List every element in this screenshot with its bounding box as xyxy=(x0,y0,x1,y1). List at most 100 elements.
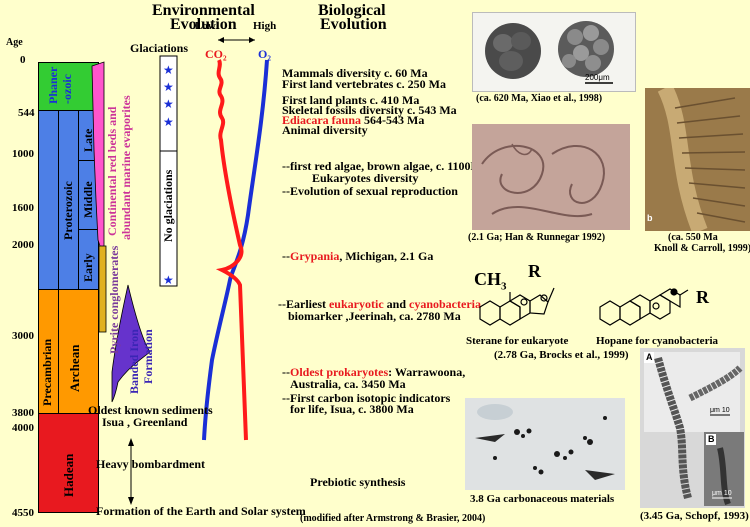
heavy-bombardment-label: Heavy bombardment xyxy=(96,457,205,471)
oldest-sediments-1: Oldest known sediments xyxy=(88,403,213,417)
biomarker-structures xyxy=(479,287,689,326)
age-2000: 2000 xyxy=(12,239,34,251)
embryo-fossil-graphic xyxy=(485,21,614,84)
grypania-dash: -- xyxy=(282,249,290,263)
vertebrates-event: First land vertebrates c. 250 Ma xyxy=(282,77,446,91)
ediacaran-graphic xyxy=(657,88,746,231)
prebiotic-synthesis-label: Prebiotic synthesis xyxy=(310,475,406,489)
grypania-event: --Grypania, Michigan, 2.1 Ga xyxy=(282,250,433,262)
schopf-graphic xyxy=(640,348,745,508)
co2-curve xyxy=(215,59,248,441)
biological-title-line1: Biological xyxy=(318,2,386,19)
oldest-prokaryotes-event: --Oldest prokaryotes: Warrawoona, xyxy=(282,366,465,378)
glacial-star-2: ★ xyxy=(163,80,174,94)
phanerozoic-block xyxy=(38,62,99,111)
age-1000: 1000 xyxy=(12,148,34,160)
glacial-star-3: ★ xyxy=(163,97,174,111)
bif-label-1: Banded Iron xyxy=(127,329,141,394)
knoll-caption-2: Knoll & Carroll, 1999) xyxy=(654,243,750,254)
glacial-star-5: ★ xyxy=(163,273,174,287)
sterane-caption: Sterane for eukaryote xyxy=(466,335,569,347)
glaciation-bar xyxy=(159,55,178,287)
oldest-dash: -- xyxy=(282,365,290,379)
um-b: μm xyxy=(712,490,722,497)
sterane-structure xyxy=(479,287,555,326)
ediacara-name: Ediacara fauna xyxy=(282,113,362,127)
red-beds-label-1: Continental red beds and xyxy=(105,106,119,236)
age-0: 0 xyxy=(20,54,26,66)
age-label: Age xyxy=(6,37,23,48)
panel-a-label: A xyxy=(646,352,653,362)
australia-event: Australia, ca. 3450 Ma xyxy=(290,377,406,391)
age-3800: 3800 xyxy=(12,407,34,419)
modified-after-caption: (modified after Armstrong & Brasier, 200… xyxy=(300,513,486,524)
age-4000: 4000 xyxy=(12,422,34,434)
glaciation-stars: ★ ★ ★ ★ ★ xyxy=(163,63,174,287)
scale-um-a: μm 10 xyxy=(710,407,730,414)
schopf-caption: (3.45 Ga, Schopf, 1993) xyxy=(640,510,749,522)
red-beds-wedge xyxy=(91,61,105,259)
o2-curve xyxy=(202,59,269,441)
no-glaciations-label: No glaciations xyxy=(161,169,175,242)
age-3000: 3000 xyxy=(12,330,34,342)
glaciations-label: Glaciations xyxy=(130,41,189,55)
environmental-title-line1: Environmental xyxy=(152,2,255,19)
red-algae-event: --first red algae, brown algae, c. 1100M… xyxy=(282,159,488,173)
earliest-eukaryotic-event: --Earliest eukaryotic and cyanobacteria xyxy=(278,298,481,310)
animal-event: Animal diversity xyxy=(282,123,368,137)
bif-wedge xyxy=(111,284,151,403)
formation-label: Formation of the Earth and Solar system xyxy=(96,504,306,518)
ediacara-age: 564-543 Ma xyxy=(361,113,425,127)
ch3-label: CH3 xyxy=(474,270,507,293)
xiao-caption: (ca. 620 Ma, Xiao et al., 1998) xyxy=(476,93,603,104)
hopane-r-label: R xyxy=(696,287,709,307)
co2-label: CO₂ xyxy=(205,47,227,61)
hopane-structure xyxy=(599,288,689,326)
eukaryotic-word: eukaryotic xyxy=(328,297,384,311)
pyrite-label: Pyrite conglomerates xyxy=(107,245,121,354)
low-label: Low xyxy=(195,20,216,32)
ch3-text: CH xyxy=(474,269,501,289)
carbonaceous-graphic xyxy=(465,398,625,490)
late-middle-divider xyxy=(78,160,99,161)
scale-200um: 200μm xyxy=(585,73,610,82)
schopf-microfossil-photo: A B μm 10 μm 10 xyxy=(640,348,745,508)
um-a: μm xyxy=(710,407,720,414)
han-caption: (2.1 Ga; Han & Runnegar 1992) xyxy=(468,232,606,243)
age-544: 544 xyxy=(18,107,35,119)
age-4550: 4550 xyxy=(12,507,34,519)
grypania-rest: , Michigan, 2.1 Ga xyxy=(339,249,434,263)
grypania-name: Grypania xyxy=(290,249,340,263)
bif-label-2: Formation xyxy=(141,329,155,384)
cyanobacteria-word: cyanobacteria xyxy=(409,297,481,311)
high-label: High xyxy=(253,20,277,32)
panel-b-label: B xyxy=(708,434,715,444)
grypania-graphic xyxy=(481,143,605,218)
scale-um-b: μm 10 xyxy=(712,490,732,497)
skeletal-event: Skeletal fossils diversity c. 543 Ma xyxy=(282,103,457,117)
plants-event: First land plants c. 410 Ma xyxy=(282,93,420,107)
ch3-sub: 3 xyxy=(501,280,507,293)
scale10-a: 10 xyxy=(721,407,730,414)
eukaryotes-diversity-event: Eukaryotes diversity xyxy=(312,171,419,185)
sexual-reproduction-event: --Evolution of sexual reproduction xyxy=(282,184,458,198)
grypania-photo xyxy=(472,124,630,230)
glacial-star-4: ★ xyxy=(163,115,174,129)
embryo-fossil-photo: 200μm xyxy=(472,12,636,92)
red-beds-label-2: abundant marine evaporites xyxy=(119,95,133,240)
carbonaceous-caption: 3.8 Ga carbonaceous materials xyxy=(470,493,615,505)
ediacaran-fossil-photo: b xyxy=(645,88,750,231)
oldest-sediments-2: Isua , Greenland xyxy=(102,415,188,429)
mammals-event: Mammals diversity c. 60 Ma xyxy=(282,66,428,80)
carbon-isotopic-event-1: --First carbon isotopic indicators xyxy=(282,391,451,405)
carbonaceous-materials-photo xyxy=(465,398,625,490)
oldest-prokaryotes-name: Oldest prokaryotes xyxy=(290,365,389,379)
middle-early-divider xyxy=(78,229,99,230)
biological-title-line2: Evolution xyxy=(320,16,387,33)
hadean-block xyxy=(38,413,99,513)
brocks-caption: (2.78 Ga, Brocks et al., 1999) xyxy=(494,349,629,361)
glacial-star-1: ★ xyxy=(163,63,174,77)
and-word: and xyxy=(383,297,409,311)
